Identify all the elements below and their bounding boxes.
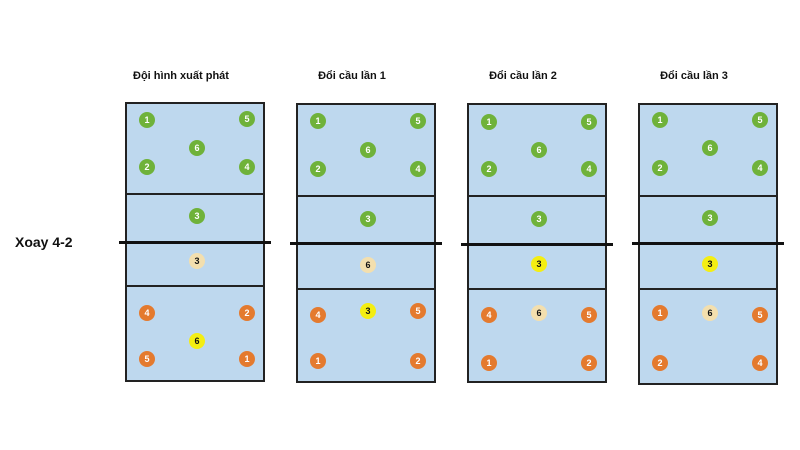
player-marker: 4 [310,307,326,323]
player-marker: 3 [531,211,547,227]
player-marker: 3 [189,208,205,224]
player-marker: 1 [481,355,497,371]
player-marker: 6 [702,140,718,156]
player-marker: 2 [239,305,255,321]
player-marker: 3 [360,303,376,319]
player-marker: 1 [239,351,255,367]
player-marker: 1 [652,305,668,321]
player-marker: 4 [139,305,155,321]
player-marker: 2 [652,355,668,371]
attack-line [640,288,776,290]
player-marker: 6 [531,305,547,321]
player-marker: 1 [481,114,497,130]
player-marker: 5 [581,307,597,323]
player-marker: 1 [310,353,326,369]
player-marker: 2 [481,161,497,177]
player-marker: 5 [752,307,768,323]
player-marker: 5 [139,351,155,367]
player-marker: 1 [310,113,326,129]
panel-title: Đổi cầu lần 3 [660,70,728,82]
attack-line [127,193,263,195]
player-marker: 5 [752,112,768,128]
player-marker: 2 [139,159,155,175]
player-marker: 3 [702,210,718,226]
player-marker: 4 [581,161,597,177]
attack-line [469,288,605,290]
net-line [290,242,442,245]
player-marker: 6 [189,140,205,156]
attack-line [469,195,605,197]
attack-line [127,285,263,287]
player-marker: 1 [652,112,668,128]
panel-title: Đội hình xuất phát [133,70,229,82]
player-marker: 5 [581,114,597,130]
player-marker: 4 [410,161,426,177]
player-marker: 6 [360,257,376,273]
player-marker: 3 [360,211,376,227]
player-marker: 3 [702,256,718,272]
player-marker: 1 [139,112,155,128]
player-marker: 4 [239,159,255,175]
attack-line [640,195,776,197]
panel-title: Đổi cầu lần 2 [489,70,557,82]
player-marker: 5 [239,111,255,127]
player-marker: 6 [531,142,547,158]
player-marker: 4 [752,355,768,371]
net-line [461,243,613,246]
rotation-panel-4: Đổi cầu lần 3 1 5 6 2 4 3 3 1 6 5 2 4 [608,0,784,450]
player-marker: 3 [531,256,547,272]
net-line [632,242,784,245]
player-marker: 5 [410,113,426,129]
player-marker: 2 [410,353,426,369]
player-marker: 6 [702,305,718,321]
rotation-panel-3: Đổi cầu lần 2 1 5 6 2 4 3 3 4 6 5 1 2 [437,0,613,450]
net-line [119,241,271,244]
rotation-label: Xoay 4-2 [15,234,73,250]
player-marker: 6 [189,333,205,349]
player-marker: 6 [360,142,376,158]
player-marker: 2 [310,161,326,177]
panel-title: Đổi cầu lần 1 [318,70,386,82]
player-marker: 2 [581,355,597,371]
player-marker: 2 [652,160,668,176]
player-marker: 5 [410,303,426,319]
player-marker: 4 [752,160,768,176]
player-marker: 4 [481,307,497,323]
attack-line [298,288,434,290]
attack-line [298,195,434,197]
rotation-panel-1: Đội hình xuất phát 1 5 6 2 4 3 3 4 2 6 5 1 [95,0,271,450]
player-marker: 3 [189,253,205,269]
rotation-panel-2: Đổi cầu lần 1 1 5 6 2 4 3 6 4 3 5 1 2 [266,0,442,450]
